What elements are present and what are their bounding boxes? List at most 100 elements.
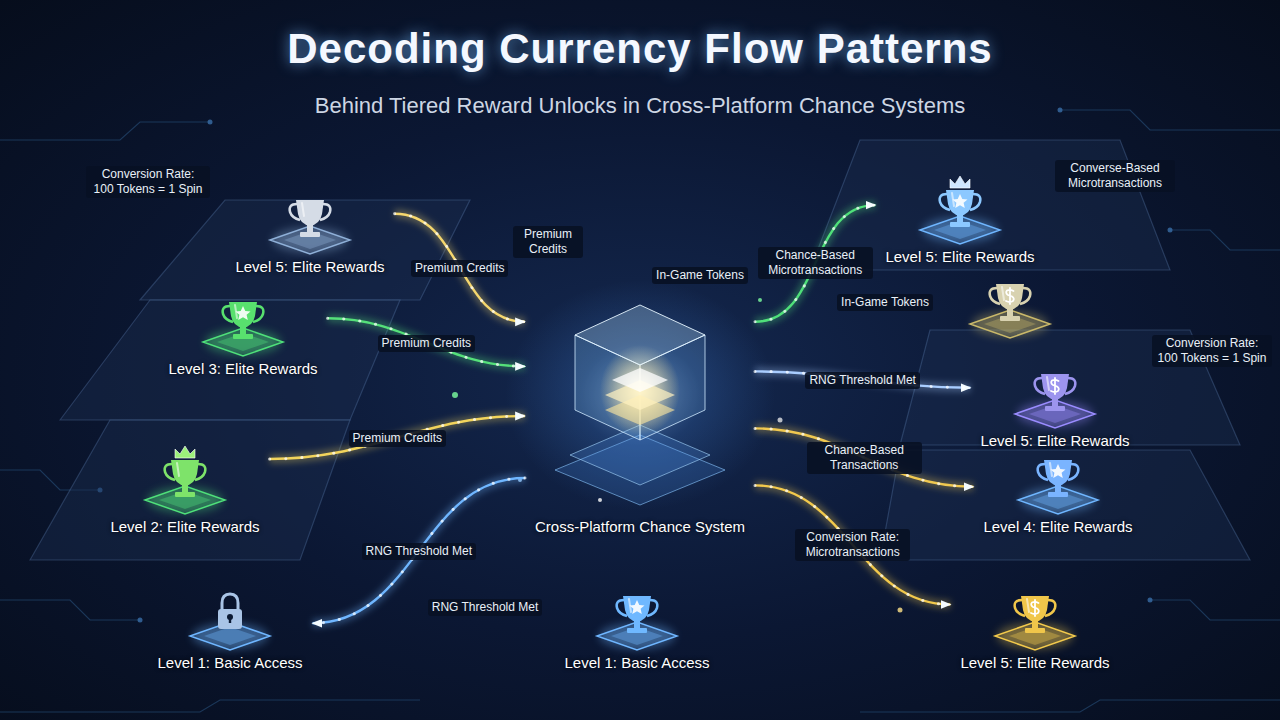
circuit-pad: [1148, 598, 1153, 603]
trophy-star: [236, 306, 251, 320]
flow-particles: [270, 416, 525, 459]
silver-trophy: [290, 200, 331, 237]
flow-note-wrap: Conversion Rate: 100 Tokens = 1 Spin: [1152, 335, 1272, 367]
gold-trophy: [1015, 596, 1056, 633]
flow-label-wrap: RNG Threshold Met: [354, 542, 484, 560]
platform-plane: [140, 200, 470, 300]
reward-tier-node: Level 5: Elite Rewards: [225, 178, 394, 280]
circuit-trace: [0, 700, 420, 712]
flow-connector: [270, 416, 525, 459]
cube-aura: [505, 280, 775, 510]
tier-label: Level 5: Elite Rewards: [980, 432, 1129, 450]
circuit-trace: [1150, 600, 1280, 620]
subtitle: Behind Tiered Reward Unlocks in Cross-Pl…: [315, 92, 965, 120]
flow-line: [395, 214, 525, 322]
tier-label: Level 3: Elite Rewards: [168, 360, 317, 378]
tier-label: Level 5: Elite Rewards: [885, 248, 1034, 266]
flow-connector: [755, 485, 950, 604]
trophy-star: [1051, 464, 1066, 478]
flow-label-wrap: Premium Credits: [366, 334, 486, 352]
tier-platforms: [30, 140, 1250, 560]
flow-line: [755, 485, 950, 604]
tier-label: Level 1: Basic Access: [157, 654, 302, 672]
circuit-traces: [0, 110, 1280, 712]
flow-line: [270, 416, 525, 459]
blue-trophy: [1038, 460, 1079, 497]
flow-note: In-Game Tokens: [652, 267, 748, 284]
tier-label: Level 5: Elite Rewards: [960, 654, 1109, 672]
sparkle: [452, 392, 458, 398]
flow-particles: [755, 428, 973, 486]
flow-line: [328, 318, 525, 366]
chance-system-node: Cross-Platform Chance System: [525, 292, 755, 540]
trophy-coin: [1051, 378, 1059, 394]
sparkle: [778, 418, 783, 423]
flow-glow: [270, 416, 525, 459]
flow-note-wrap: RNG Threshold Met: [425, 598, 545, 616]
flow-label-wrap: Conversion Rate: Microtransactions: [795, 529, 910, 561]
flow-connector: [755, 428, 973, 486]
flow-label: Premium Credits: [349, 430, 446, 447]
tier-label: Level 2: Elite Rewards: [110, 518, 259, 536]
tier-label: Cross-Platform Chance System: [535, 518, 745, 536]
flow-label: Chance-Based Transactions: [807, 442, 922, 474]
blue-trophy: [940, 190, 981, 227]
flow-note: Conversion Rate: 100 Tokens = 1 Spin: [86, 166, 210, 198]
circuit-pad: [208, 120, 213, 125]
flow-particles: [755, 485, 950, 604]
platform-plane: [880, 450, 1250, 560]
title-bar: Decoding Currency Flow Patterns: [0, 24, 1280, 74]
chance-cube: [505, 280, 775, 510]
tier-label: Level 4: Elite Rewards: [983, 518, 1132, 536]
sparkle: [758, 298, 762, 302]
flow-note: Converse-Based Microtransactions: [1055, 160, 1175, 192]
sparkle: [898, 608, 903, 613]
circuit-trace: [1170, 230, 1280, 250]
flow-label: Chance-Based Microtransactions: [758, 247, 873, 279]
cube-face: [575, 305, 705, 365]
flow-label: Premium Credits: [378, 335, 475, 352]
flow-note: RNG Threshold Met: [428, 599, 542, 616]
flow-label-wrap: RNG Threshold Met: [798, 371, 928, 389]
flow-note-wrap: Converse-Based Microtransactions: [1055, 160, 1175, 192]
reward-tier-node: Level 5: Elite Rewards: [875, 152, 1044, 270]
flow-note: Premium Credits: [513, 226, 583, 258]
reward-tier-node: Level 1: Basic Access: [147, 588, 312, 676]
trophy-star: [630, 600, 645, 614]
trophy-coin: [1006, 288, 1014, 304]
coin-trophy: [990, 284, 1031, 321]
reward-tier-node: Level 5: Elite Rewards: [970, 352, 1139, 454]
trophy-crown: [175, 446, 195, 458]
green-trophy: [165, 460, 206, 497]
circuit-trace: [1060, 110, 1280, 130]
circuit-trace: [0, 600, 140, 620]
flow-note-wrap: Conversion Rate: 100 Tokens = 1 Spin: [86, 166, 210, 198]
tier-label: Level 5: Elite Rewards: [235, 258, 384, 276]
flow-glow: [755, 428, 973, 486]
purple-trophy: [1035, 374, 1076, 411]
reward-tier-node: Level 5: Elite Rewards: [950, 566, 1119, 676]
diagram-title: Decoding Currency Flow Patterns: [287, 25, 992, 72]
flow-note-wrap: Premium Credits: [513, 226, 583, 258]
tier-label: Level 1: Basic Access: [564, 654, 709, 672]
trophy-coin: [1031, 600, 1039, 616]
flow-glow: [755, 485, 950, 604]
flow-line: [755, 428, 973, 486]
sparkle: [598, 498, 602, 502]
flow-connector: [395, 214, 525, 322]
green-trophy: [223, 302, 264, 339]
flow-particles: [328, 318, 525, 366]
flow-label-wrap: Premium Credits: [400, 259, 520, 277]
flow-note: In-Game Tokens: [837, 294, 933, 311]
flow-particles: [395, 214, 525, 322]
circuit-trace: [0, 122, 210, 140]
cube-layer: [612, 368, 668, 392]
flow-label-wrap: Chance-Based Microtransactions: [758, 247, 873, 279]
subtitle-wrap: Behind Tiered Reward Unlocks in Cross-Pl…: [90, 92, 1190, 120]
flow-label: RNG Threshold Met: [362, 543, 476, 560]
circuit-pad: [138, 618, 143, 623]
padlock-icon: [218, 594, 242, 629]
reward-tier-node: Level 3: Elite Rewards: [158, 284, 327, 382]
flow-glow: [328, 318, 525, 366]
flow-label-wrap: Premium Credits: [337, 429, 457, 447]
